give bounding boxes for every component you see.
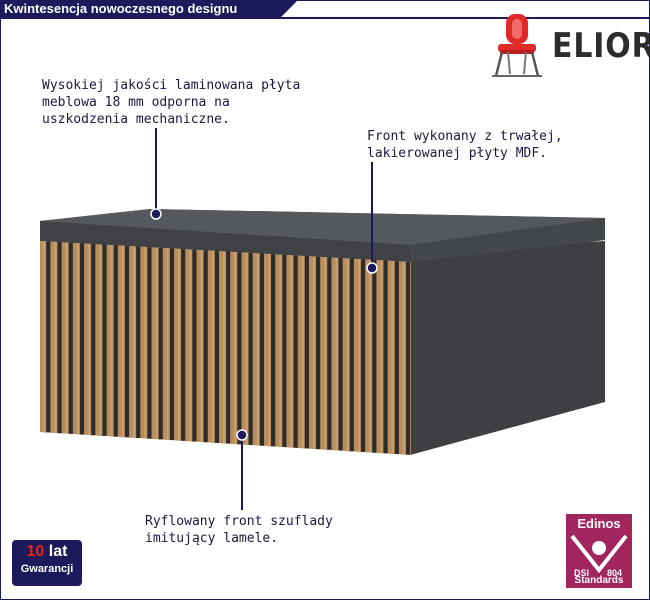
brand-logo [492,14,542,77]
slat-groove [102,244,107,436]
callout-top-left: Wysokiej jakości laminowana płyta meblow… [42,78,301,127]
slat-groove [383,260,388,454]
cabinet-side [410,241,605,455]
slat-groove [372,259,377,453]
page-header: Kwintesencja nowoczesnego designu [0,0,298,18]
brand-name: ELIOR [552,26,650,66]
slat-groove [259,253,264,446]
red-chair-icon [492,14,542,77]
slat-highlight [155,247,158,440]
edinos-emblem-icon: DSI 804 [570,534,628,578]
slat-highlight [256,253,259,446]
slat-groove [147,247,152,439]
slat-groove [158,247,163,440]
slat-highlight [335,257,338,451]
slat-groove [338,257,343,451]
slat-highlight [54,241,57,434]
slat-highlight [76,243,79,435]
callout-dot-front [366,262,378,274]
slat-highlight [391,261,394,454]
edinos-badge: Edinos DSI 804 Standards [566,514,632,588]
slat-highlight [99,244,102,436]
slat-groove [327,257,332,450]
slat-groove [304,255,309,449]
slat-groove [394,261,399,454]
slat-groove [248,252,253,445]
edinos-title: Edinos [577,516,621,531]
slat-highlight [245,252,248,445]
slat-groove [192,249,197,442]
slat-highlight [324,257,327,450]
slat-groove [282,254,287,448]
edinos-dsi: DSI [574,568,589,578]
slat-groove [271,254,276,447]
slat-groove [405,261,411,455]
ribbed-drawer-front [40,241,411,455]
slat-highlight [133,246,136,438]
warranty-badge: 10 lat Gwarancji [12,540,82,586]
slat-highlight [369,259,372,453]
slat-highlight [65,242,68,434]
slat-highlight [211,250,214,443]
slat-highlight [200,250,203,443]
edinos-standards: Standards [574,575,624,586]
slat-groove [316,256,321,450]
slat-groove [68,242,73,434]
slat-highlight [110,245,113,437]
callout-dot-bottom [236,429,248,441]
slat-highlight [234,252,237,445]
slat-groove [113,245,118,437]
slat-highlight [223,251,226,444]
slat-groove [169,248,175,441]
callout-bottom: Ryflowany front szuflady imitujący lamel… [145,514,333,546]
slat-groove [349,258,354,452]
slat-highlight [346,258,349,452]
slat-groove [124,245,130,438]
slat-groove [214,250,220,443]
slat-groove [91,243,96,436]
edinos-number: 804 [607,568,622,578]
slat-groove [46,241,51,433]
warranty-unit: lat [48,543,68,560]
callout-top-right: Front wykonany z trwałej, lakierowanej p… [367,129,563,161]
slat-groove [181,248,186,441]
header-title: Kwintesencja nowoczesnego designu [4,1,238,16]
callout-dot-top [150,208,162,220]
warranty-years: 10 [26,543,45,560]
slat-highlight [357,259,360,452]
slat-groove [293,255,298,448]
slat-groove [79,243,85,435]
slat-groove [226,251,231,444]
slat-highlight [189,249,192,442]
slat-highlight [402,261,405,455]
slat-highlight [144,247,147,439]
header-line [0,17,650,19]
slat-highlight [279,254,282,448]
slat-highlight [88,243,91,436]
slat-highlight [301,255,304,449]
slat-highlight [313,256,316,450]
warranty-label: Gwarancji [20,563,74,575]
slat-highlight [290,255,293,448]
slat-highlight [178,248,181,441]
slat-groove [136,246,141,438]
slat-groove [203,250,208,443]
slat-groove [237,252,242,445]
slat-highlight [43,241,46,433]
slat-highlight [121,245,124,438]
slat-highlight [268,254,271,447]
slat-highlight [380,260,383,454]
slat-groove [57,241,62,434]
slat-groove [360,259,366,452]
slat-highlight [166,248,169,441]
callout-markers [150,128,378,510]
